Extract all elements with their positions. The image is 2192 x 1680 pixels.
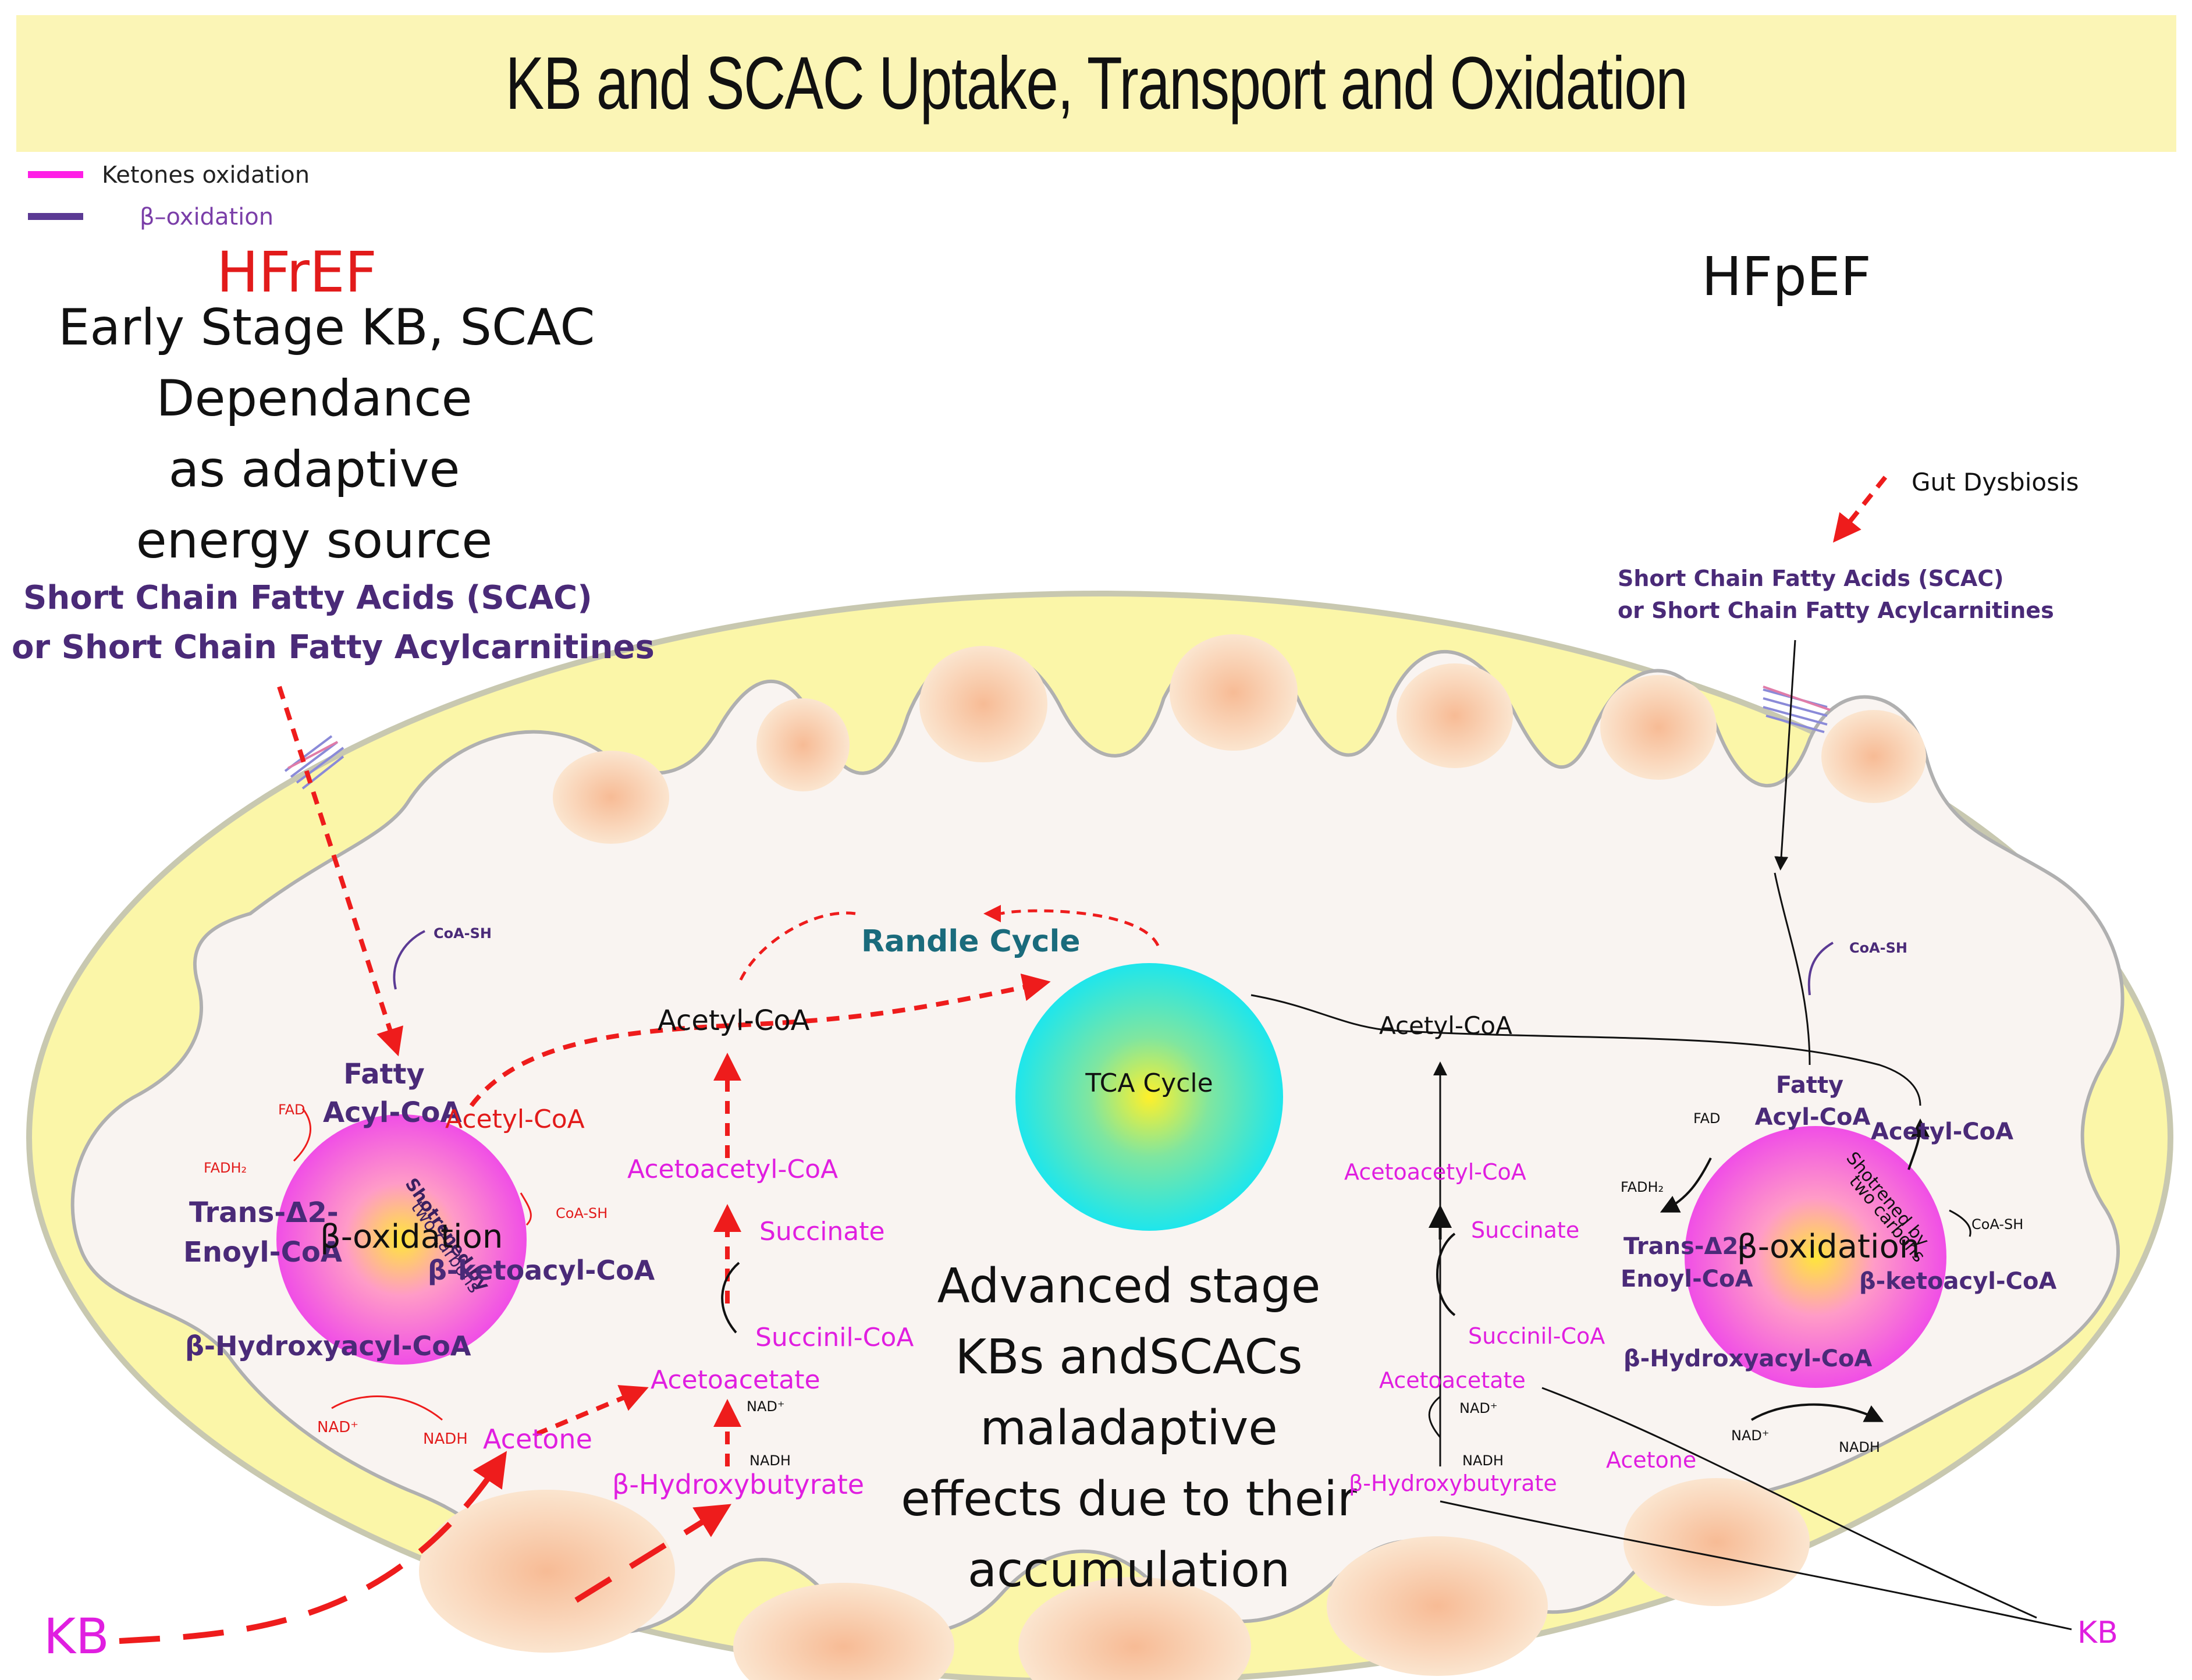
succinate-right: Succinate (1471, 1217, 1580, 1243)
fad-right: FAD (1693, 1110, 1721, 1127)
stage-label-hfpef: HFpEF (1701, 246, 1871, 308)
diagram-title: KB and SCAC Uptake, Transport and Oxidat… (505, 42, 1688, 125)
kb-left: KB (44, 1608, 109, 1665)
early-stage-line-4: energy source (136, 512, 493, 570)
cristae-fills (419, 634, 1926, 1680)
scac-left-line-1: Short Chain Fatty Acids (SCAC) (23, 579, 592, 617)
tca-cycle-sphere (1015, 963, 1283, 1231)
succinate-center: Succinate (759, 1217, 885, 1246)
acetoacetate-center: Acetoacetate (651, 1365, 820, 1395)
beta-oxidation-sphere-right (1685, 1126, 1946, 1388)
fatty-acyl-coa-left-2: Acyl-CoA (323, 1096, 462, 1129)
acetone-center: Acetone (483, 1423, 592, 1455)
early-stage-line-3: as adaptive (168, 441, 460, 499)
acetyl-coa-right-beta: Acetyl-CoA (1871, 1118, 2014, 1145)
fad-left: FAD (278, 1102, 305, 1118)
acetone-right: Acetone (1606, 1447, 1697, 1473)
coa-sh-left-right: CoA-SH (556, 1205, 608, 1221)
fadh2-left: FADH₂ (204, 1160, 247, 1176)
nadh-center: NADH (749, 1452, 791, 1469)
trans-enoyl-left-2: Enoyl-CoA (183, 1236, 342, 1269)
beta-oxidation-left-label: β-oxidation (320, 1218, 503, 1256)
coa-sh-left-top: CoA-SH (434, 925, 492, 942)
legend-beta-label: β–oxidation (140, 204, 274, 230)
beta-oxidation-sphere-left (276, 1114, 527, 1365)
advanced-stage-line-3: maladaptive (980, 1401, 1278, 1456)
stage-label-hfref: HFrEF (216, 240, 377, 305)
acetyl-coa-center: Acetyl-CoA (658, 1004, 810, 1037)
acetyl-coa-right: Acetyl-CoA (1379, 1011, 1512, 1040)
nad-plus-left: NAD⁺ (317, 1419, 358, 1436)
fatty-acyl-coa-right-2: Acyl-CoA (1754, 1104, 1871, 1131)
kb-right: KB (2077, 1615, 2118, 1650)
ketoacyl-right: β-ketoacyl-CoA (1859, 1268, 2057, 1295)
acetyl-coa-left-red: Acetyl-CoA (445, 1104, 585, 1134)
left-arrows (277, 686, 1160, 1466)
legend-ketones-label: Ketones oxidation (102, 162, 310, 189)
legend-beta-swatch (28, 213, 83, 220)
advanced-stage-line-4: effects due to their (901, 1472, 1357, 1527)
coa-sh-right-top: CoA-SH (1849, 940, 1908, 956)
trans-enoyl-right-1: Trans-Δ2- (1623, 1233, 1748, 1260)
left-cofactor-curves (293, 1108, 532, 1421)
fatty-acyl-coa-right-1: Fatty (1775, 1072, 1844, 1099)
left-coa-curve (393, 930, 425, 990)
succinil-coa-right: Succinil-CoA (1468, 1323, 1605, 1349)
hydroxyacyl-left: β-Hydroxyacyl-CoA (185, 1330, 471, 1362)
transporter-right-icon (1763, 686, 1831, 733)
legend-ketones-swatch (28, 171, 83, 178)
nad-plus-right: NAD⁺ (1731, 1427, 1770, 1444)
transporter-left-icon (284, 735, 344, 790)
early-stage-line-1: Early Stage KB, SCAC (58, 299, 595, 357)
nad-plus-right-2: NAD⁺ (1459, 1400, 1498, 1416)
nadh-right-2: NADH (1462, 1452, 1504, 1469)
title-banner: KB and SCAC Uptake, Transport and Oxidat… (16, 15, 2176, 152)
early-stage-line-2: Dependance (156, 370, 472, 428)
trans-enoyl-left-1: Trans-Δ2- (189, 1196, 339, 1229)
nad-plus-center: NAD⁺ (747, 1398, 785, 1415)
scac-left-line-2: or Short Chain Fatty Acylcarnitines (12, 628, 655, 666)
trans-enoyl-right-2: Enoyl-CoA (1621, 1266, 1753, 1292)
acetoacetate-right: Acetoacetate (1379, 1368, 1526, 1393)
left-succinate-curve (721, 1262, 740, 1334)
advanced-stage-line-5: accumulation (967, 1543, 1291, 1598)
randle-cycle-label: Randle Cycle (861, 924, 1081, 959)
fadh2-right: FADH₂ (1621, 1179, 1664, 1195)
tca-cycle-label: TCA Cycle (1085, 1068, 1213, 1098)
advanced-stage-line-1: Advanced stage (937, 1259, 1321, 1314)
left-kb-arrows (119, 1451, 731, 1644)
succinil-coa-center: Succinil-CoA (755, 1323, 914, 1352)
fatty-acyl-coa-left-1: Fatty (343, 1058, 425, 1091)
ketoacyl-left: β-ketoacyl-CoA (428, 1255, 655, 1286)
hydroxybutyrate-center: β-Hydroxybutyrate (612, 1469, 865, 1500)
right-coa-curve (1807, 942, 1834, 996)
scac-right-line-2: or Short Chain Fatty Acylcarnitines (1618, 598, 2054, 623)
gut-dysbiosis-label: Gut Dysbiosis (1912, 468, 2079, 496)
coa-sh-right-side: CoA-SH (1971, 1216, 2024, 1233)
hydroxyacyl-right: β-Hydroxyacyl-CoA (1623, 1345, 1873, 1372)
acetoacetyl-coa-right: Acetoacetyl-CoA (1344, 1159, 1526, 1185)
nadh-left: NADH (423, 1430, 468, 1448)
right-arrows (1250, 475, 2072, 1631)
hydroxybutyrate-right: β-Hydroxybutyrate (1349, 1471, 1557, 1496)
beta-oxidation-right-label: β-oxidation (1737, 1228, 1920, 1266)
scac-right-line-1: Short Chain Fatty Acids (SCAC) (1618, 566, 2004, 591)
advanced-stage-line-2: KBs andSCACs (955, 1330, 1303, 1385)
nadh-right: NADH (1839, 1439, 1880, 1455)
acetoacetyl-coa-center: Acetoacetyl-CoA (627, 1155, 839, 1184)
